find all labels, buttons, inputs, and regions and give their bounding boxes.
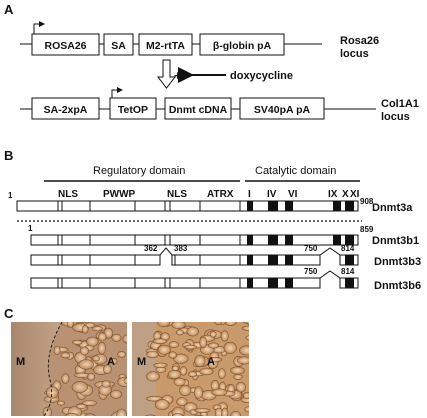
motif-xi-label: XI — [350, 189, 360, 200]
rosa26-box — [31, 33, 100, 56]
dnmt3a-end: 908 — [360, 197, 374, 206]
catalytic-domain-label: Catalytic domain — [255, 165, 336, 177]
rosa26-locus-label: Rosa26 — [340, 35, 379, 47]
motif-iv-label: IV — [267, 189, 277, 200]
globin-pa-box-label: β-globin pA — [213, 40, 272, 52]
dnmt3a-start: 1 — [8, 191, 13, 200]
dnmt3b3-mark-814: 814 — [341, 244, 355, 253]
dnmt3b1-protein: 1 859 Dnmt3b1 — [28, 224, 419, 247]
panel-a-letter: A — [4, 2, 14, 17]
dnmt3b3-mark-383: 383 — [174, 244, 188, 253]
doxycycline-label: doxycycline — [230, 70, 293, 82]
sa-2xpa-box-label: SA-2xpA — [44, 104, 88, 116]
rosa26-locus-word: locus — [340, 48, 369, 60]
nls-label-2: NLS — [167, 189, 187, 200]
rosa26-box-label: ROSA26 — [44, 40, 86, 52]
dnmt3b6-name: Dnmt3b6 — [374, 280, 421, 292]
histology-image-left: M A — [11, 322, 127, 416]
sv40pa-box-label: SV40pA pA — [254, 104, 311, 116]
construct-rosa26: ROSA26 SA M2-rtTA β-globin pA Rosa26 loc… — [20, 21, 379, 60]
dnmt3b3-mark-750: 750 — [304, 244, 318, 253]
right-image-label-m: M — [137, 356, 146, 368]
atrx-label: ATRX — [207, 189, 234, 200]
histology-image-right: M A — [132, 322, 249, 416]
tetop-box — [109, 97, 157, 120]
dnmt-cdna-box-label: Dnmt cDNA — [169, 104, 228, 116]
regulatory-domain-label: Regulatory domain — [93, 165, 185, 177]
motif-ix-label: IX — [328, 189, 338, 200]
plus-sign: + — [174, 68, 182, 83]
dnmt3b1-end: 859 — [360, 225, 374, 234]
sv40pa-box — [239, 97, 325, 120]
induction-arrow: + doxycycline — [156, 59, 293, 89]
sa-2xpa-box — [31, 97, 100, 120]
dnmt3b3-protein: 362 383 750 814 Dnmt3b3 — [30, 244, 421, 268]
dnmt3b3-mark-362: 362 — [144, 244, 158, 253]
globin-pa-box — [199, 33, 285, 56]
tetop-box-label: TetOP — [118, 104, 148, 116]
panel-b-letter: B — [4, 148, 13, 163]
m2-rtta-box — [138, 33, 193, 56]
dnmt3a-name: Dnmt3a — [372, 202, 413, 214]
m2-rtta-box-label: M2-rtTA — [146, 40, 185, 52]
dnmt3b1-name: Dnmt3b1 — [372, 235, 419, 247]
sa-box — [103, 33, 134, 56]
dnmt3a-protein: 1 908 Dnmt3a — [8, 191, 413, 214]
right-image-label-a: A — [207, 356, 215, 368]
left-image-label-m: M — [16, 356, 25, 368]
dnmt3b6-mark-750: 750 — [304, 267, 318, 276]
motif-i-label: I — [248, 189, 251, 200]
pwwp-label: PWWP — [103, 189, 136, 200]
panel-c-letter: C — [4, 306, 14, 321]
nls-label-1: NLS — [58, 189, 78, 200]
col1a1-locus-word: locus — [381, 111, 410, 123]
dnmt3b1-start: 1 — [28, 224, 33, 233]
dnmt3b6-mark-814: 814 — [341, 267, 355, 276]
motif-x-label: X — [342, 189, 349, 200]
dnmt-cdna-box — [164, 97, 232, 120]
col1a1-locus-label: Col1A1 — [381, 98, 419, 110]
dnmt3b3-name: Dnmt3b3 — [374, 256, 421, 268]
construct-col1a1: SA-2xpA TetOP Dnmt cDNA SV40pA pA Col1A1… — [20, 87, 419, 123]
left-image-label-a: A — [107, 356, 115, 368]
sa-box-label: SA — [111, 40, 126, 52]
dnmt3b6-protein: 750 814 Dnmt3b6 — [30, 267, 421, 292]
motif-vi-label: VI — [288, 189, 298, 200]
